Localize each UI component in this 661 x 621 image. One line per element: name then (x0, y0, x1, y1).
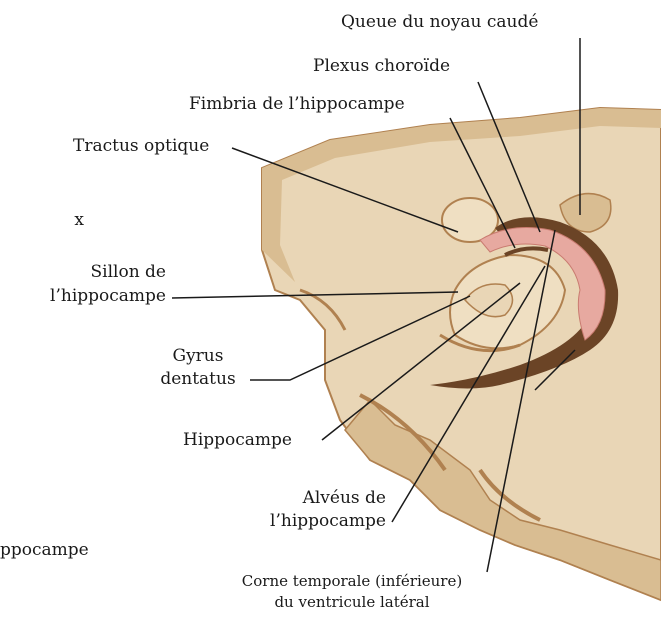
label-cut-left-2: ppocampe (0, 540, 89, 561)
label-alveus-2: l’hippocampe (230, 511, 386, 532)
label-cut-left-1: x (0, 210, 84, 231)
label-tractus-optique: Tractus optique (73, 136, 209, 157)
label-hippocampe: Hippocampe (183, 430, 292, 451)
label-plexus-choroide: Plexus choroïde (313, 56, 450, 77)
label-fimbria: Fimbria de l’hippocampe (189, 94, 405, 115)
label-gyrus-1: Gyrus (150, 346, 246, 367)
label-queue-noyau-caude: Queue du noyau caudé (341, 12, 538, 33)
label-corne-2: du ventricule latéral (196, 593, 508, 612)
label-sillon-1: Sillon de (20, 262, 166, 283)
label-corne-1: Corne temporale (inférieure) (196, 572, 508, 591)
label-gyrus-2: dentatus (150, 369, 246, 390)
label-alveus-1: Alvéus de (230, 488, 386, 509)
label-sillon-2: l’hippocampe (20, 286, 166, 307)
